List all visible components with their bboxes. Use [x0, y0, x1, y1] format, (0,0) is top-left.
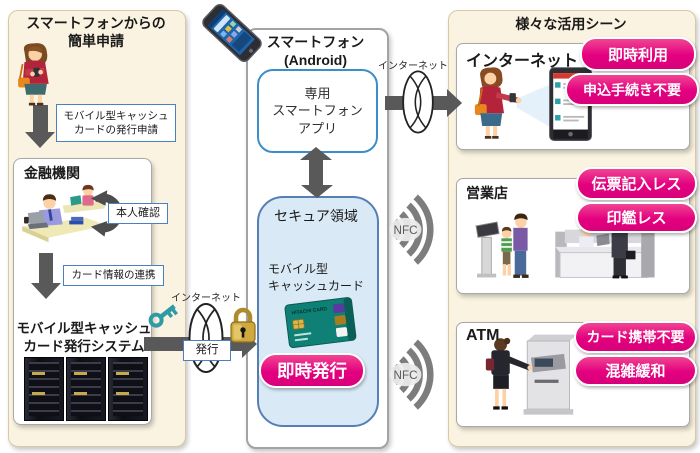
app-box: 専用 スマートフォン アプリ	[257, 69, 378, 153]
network-line-icon-right	[402, 70, 434, 134]
server-tower-icon	[66, 357, 106, 421]
atm-scene-illustration	[485, 334, 577, 415]
issuing-system-title: モバイル型キャッシュ カード発行システム	[16, 321, 152, 354]
bank-box-title: 金融機関	[24, 165, 80, 181]
smartphone-illustration	[202, 4, 262, 62]
instant-issue-badge: 即時発行	[259, 353, 365, 388]
server-tower-icon	[108, 357, 148, 421]
scene-title-branch: 営業店	[466, 185, 508, 201]
badge-no-slip: 伝票記入レス	[576, 167, 697, 200]
nfc-waves-icon-top: NFC	[389, 194, 434, 265]
key-icon	[148, 304, 178, 328]
identity-check-label: 本人確認	[108, 203, 168, 224]
nfc-label-bottom: NFC	[394, 369, 418, 382]
scene-title-internet: インターネット	[466, 53, 579, 70]
flow-arrow-down-2	[39, 253, 53, 283]
applicant-woman-illustration	[18, 43, 49, 106]
internet-arrow-head	[447, 89, 462, 117]
cash-card-illustration: HITACHI CARD	[284, 297, 357, 349]
scene-title-atm: ATM	[466, 327, 500, 344]
application-panel-title: スマートフォンからの 簡単申請	[26, 15, 166, 50]
nfc-waves-icon-bottom: NFC	[389, 339, 434, 410]
badge-no-card-needed: カード携帯不要	[574, 321, 697, 353]
badge-instant-use: 即時利用	[580, 37, 696, 71]
internet-label-right: インターネット	[378, 61, 448, 72]
padlock-icon	[230, 307, 256, 343]
secure-area-title: セキュア領域	[274, 208, 358, 224]
usage-panel-title: 様々な活用シーン	[515, 16, 627, 32]
nfc-label-top: NFC	[394, 224, 418, 237]
svg-text:HITACHI CARD: HITACHI CARD	[291, 306, 328, 316]
flow-arrow-down-1	[33, 105, 48, 132]
flow-arrow-down-2-head	[31, 283, 61, 299]
issue-request-label: モバイル型キャッシュ カードの発行申請	[56, 104, 176, 142]
flow-arrow-down-1-head	[25, 132, 55, 148]
issue-label: 発行	[183, 340, 231, 361]
badge-no-seal: 印鑑レス	[576, 202, 697, 233]
badge-no-application: 申込手続き不要	[565, 73, 699, 106]
server-tower-icon	[24, 357, 64, 421]
badge-less-congestion: 混雑緩和	[574, 355, 697, 386]
smartphone-panel-title: スマートフォン (Android)	[266, 34, 365, 69]
internet-label-left: インターネット	[171, 293, 241, 304]
bank-staff-illustration	[22, 184, 107, 243]
card-link-label: カード情報の連携	[63, 265, 164, 286]
mobile-card-label: モバイル型 キャッシュカード	[268, 262, 365, 293]
network-line-icon-left	[188, 303, 224, 373]
